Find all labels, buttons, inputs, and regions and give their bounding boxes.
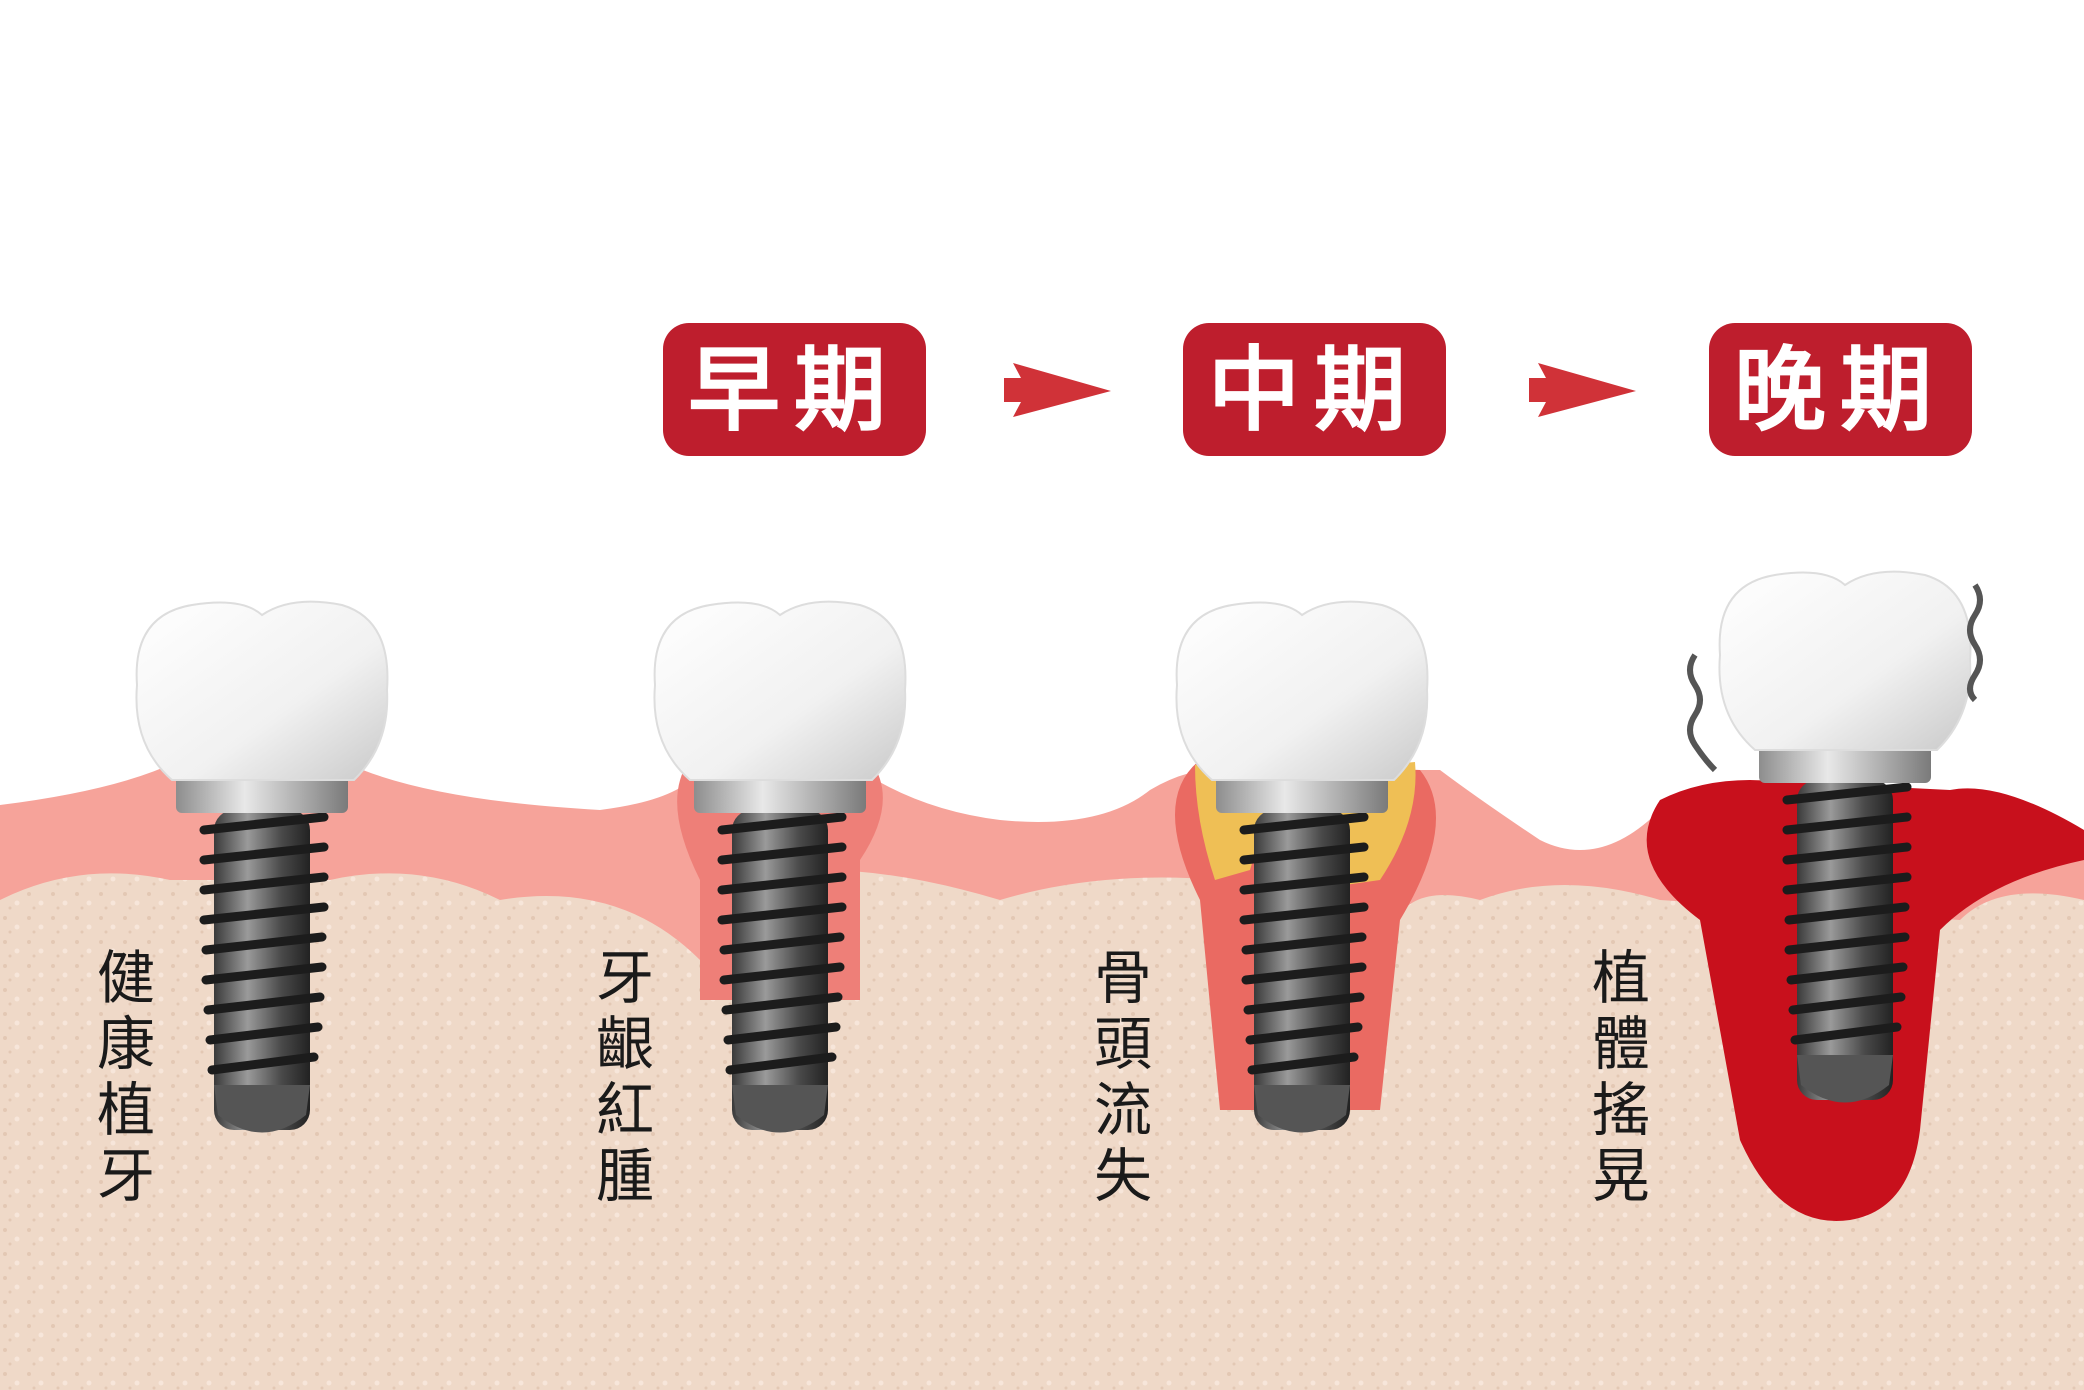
arrow-right-icon <box>1529 363 1636 417</box>
svg-text:健: 健 <box>97 944 155 1012</box>
gum <box>0 760 2084 1100</box>
arrow-right-icon <box>1004 363 1111 417</box>
wobble-right-icon <box>1967 583 1983 703</box>
stage-badge-middle: 中期 <box>1183 323 1446 456</box>
stage-badge-early: 早期 <box>663 323 926 456</box>
svg-text:齦: 齦 <box>596 1010 654 1078</box>
svg-text:晃: 晃 <box>1592 1142 1650 1210</box>
svg-text:牙: 牙 <box>97 1142 155 1210</box>
stage-label: 中期 <box>1208 337 1420 444</box>
condition-label-healthy: 健 康 植 牙 <box>97 944 155 1210</box>
condition-label-implant-loosening: 植 體 搖 晃 <box>1592 944 1650 1210</box>
svg-text:流: 流 <box>1094 1076 1152 1144</box>
stage-label: 晚期 <box>1734 337 1946 444</box>
svg-text:頭: 頭 <box>1094 1010 1152 1078</box>
svg-text:植: 植 <box>1592 944 1650 1012</box>
svg-text:腫: 腫 <box>596 1142 654 1210</box>
stage-label: 早期 <box>688 337 900 444</box>
stage-badge-late: 晚期 <box>1709 323 1972 456</box>
svg-text:紅: 紅 <box>596 1076 654 1144</box>
svg-text:植: 植 <box>97 1076 155 1144</box>
svg-text:牙: 牙 <box>596 944 654 1012</box>
condition-label-bone-loss: 骨 頭 流 失 <box>1094 944 1152 1210</box>
svg-text:搖: 搖 <box>1592 1076 1650 1144</box>
svg-text:失: 失 <box>1094 1142 1152 1210</box>
condition-label-gum-swelling: 牙 齦 紅 腫 <box>596 944 654 1210</box>
svg-text:康: 康 <box>97 1010 155 1078</box>
svg-text:體: 體 <box>1592 1010 1650 1078</box>
wobble-left-icon <box>1687 653 1718 773</box>
svg-text:骨: 骨 <box>1094 944 1152 1012</box>
